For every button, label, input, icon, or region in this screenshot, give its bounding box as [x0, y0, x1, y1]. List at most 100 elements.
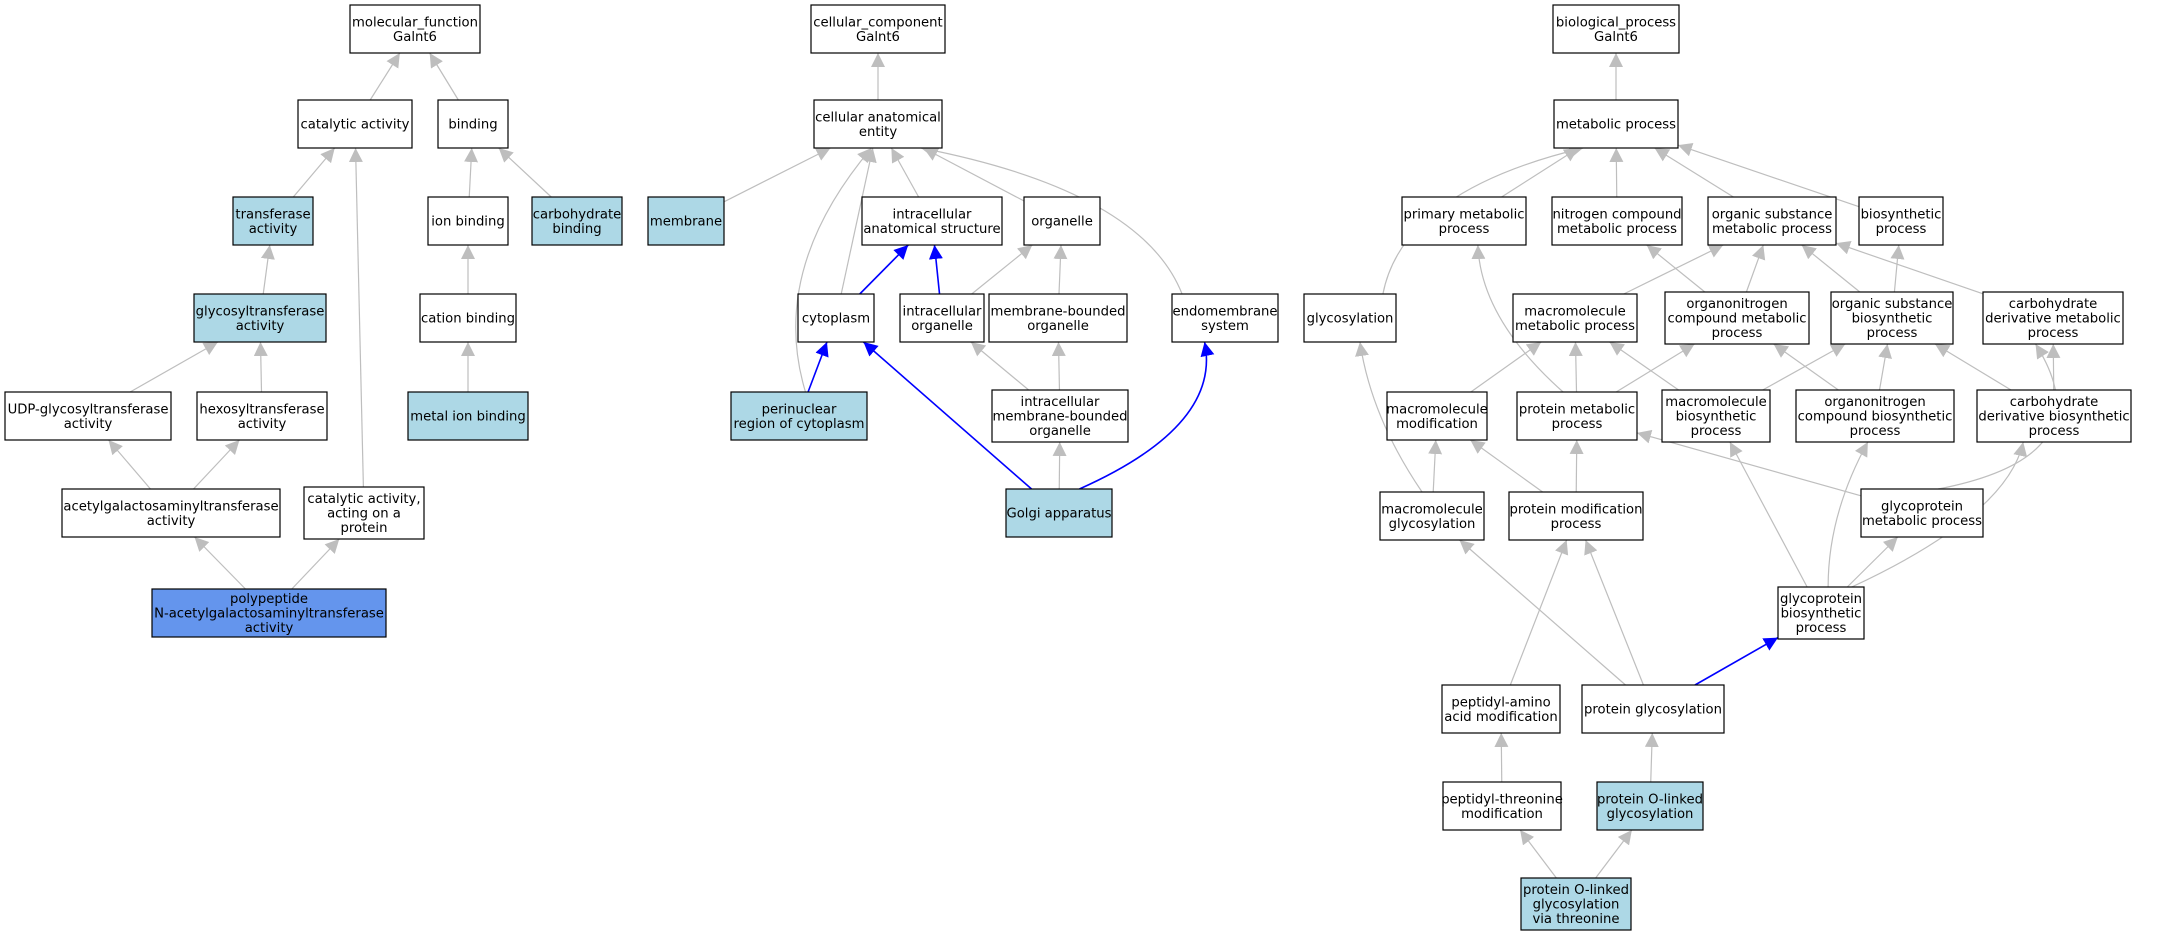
node-membrane[interactable]: membrane: [647, 196, 725, 246]
edge-protolinkedthr-to-peptthr: [1519, 829, 1557, 879]
node-label: activity: [236, 319, 285, 334]
node-protglyc[interactable]: protein glycosylation: [1581, 684, 1725, 734]
node-label: organic substance: [1832, 297, 1953, 312]
node-label: hexosyltransferase: [199, 402, 324, 417]
node-polypeptide[interactable]: polypeptideN-acetylgalactosaminyltransfe…: [151, 588, 387, 638]
node-box: [297, 99, 413, 149]
edge-peptamino-to-protmod: [1509, 539, 1569, 686]
node-box: [1830, 291, 1954, 345]
node-label: peptidyl-amino: [1451, 695, 1550, 710]
node-glycosylation[interactable]: glycosylation: [1303, 293, 1397, 343]
node-label: intracellular: [903, 304, 982, 319]
node-label: derivative biosynthetic: [1978, 410, 2129, 425]
node-label: glycoprotein: [1780, 592, 1862, 607]
node-box: [407, 391, 529, 441]
node-box: [1441, 684, 1561, 734]
node-box: [4, 391, 172, 441]
node-label: process: [1551, 517, 1602, 532]
node-label: binding: [552, 222, 601, 237]
node-label: derivative metabolic: [1985, 312, 2121, 327]
node-box: [797, 293, 875, 343]
node-ionbinding[interactable]: ion binding: [427, 196, 509, 246]
node-label: process: [1439, 222, 1490, 237]
edge-orgsubbio-to-orgsubmet: [1801, 244, 1861, 293]
node-label: Galnt6: [393, 30, 437, 45]
node-label: membrane: [650, 215, 722, 230]
edge-cytoplasm-to-ias: [859, 244, 909, 295]
node-label: catalytic activity: [301, 118, 410, 133]
edge-binding-to-mf: [429, 52, 459, 101]
edge-cytoplasm-to-cae: [840, 147, 877, 295]
node-box: [1553, 99, 1679, 149]
node-label: protein glycosylation: [1584, 703, 1722, 718]
node-label: intracellular: [1021, 395, 1100, 410]
edge-glycobio-to-macrobio: [1729, 441, 1808, 588]
edge-intorg-to-ias: [928, 244, 943, 295]
node-label: system: [1201, 319, 1249, 334]
edge-imbo-to-intorg: [970, 341, 1030, 391]
node-label: entity: [859, 125, 897, 140]
node-label: nitrogen compound: [1552, 207, 1681, 222]
node-box: [61, 488, 281, 538]
node-box: [1777, 586, 1865, 640]
node-box: [1795, 389, 1955, 443]
node-box: [1976, 389, 2132, 443]
node-metproc[interactable]: metabolic process: [1553, 99, 1679, 149]
node-label: intracellular: [893, 207, 972, 222]
node-label: membrane-bounded: [993, 410, 1128, 425]
node-box: [1516, 391, 1638, 441]
node-box: [151, 588, 387, 638]
node-organelle[interactable]: organelle: [1023, 196, 1101, 246]
node-cationbinding[interactable]: cation binding: [419, 293, 517, 343]
edge-perinuclear-to-cae: [795, 147, 872, 393]
node-label: N-acetylgalactosaminyltransferase: [154, 607, 384, 622]
edge-imbo-to-mbo: [1051, 341, 1066, 391]
node-catalytic[interactable]: catalytic activity: [297, 99, 413, 149]
node-cytoplasm[interactable]: cytoplasm: [797, 293, 875, 343]
node-golgi[interactable]: Golgi apparatus: [1005, 488, 1113, 538]
edge-acetylgal-to-udp: [108, 439, 151, 490]
node-label: ion binding: [431, 215, 504, 230]
node-box: [349, 4, 481, 54]
node-metalion[interactable]: metal ion binding: [407, 391, 529, 441]
node-binding[interactable]: binding: [437, 99, 509, 149]
